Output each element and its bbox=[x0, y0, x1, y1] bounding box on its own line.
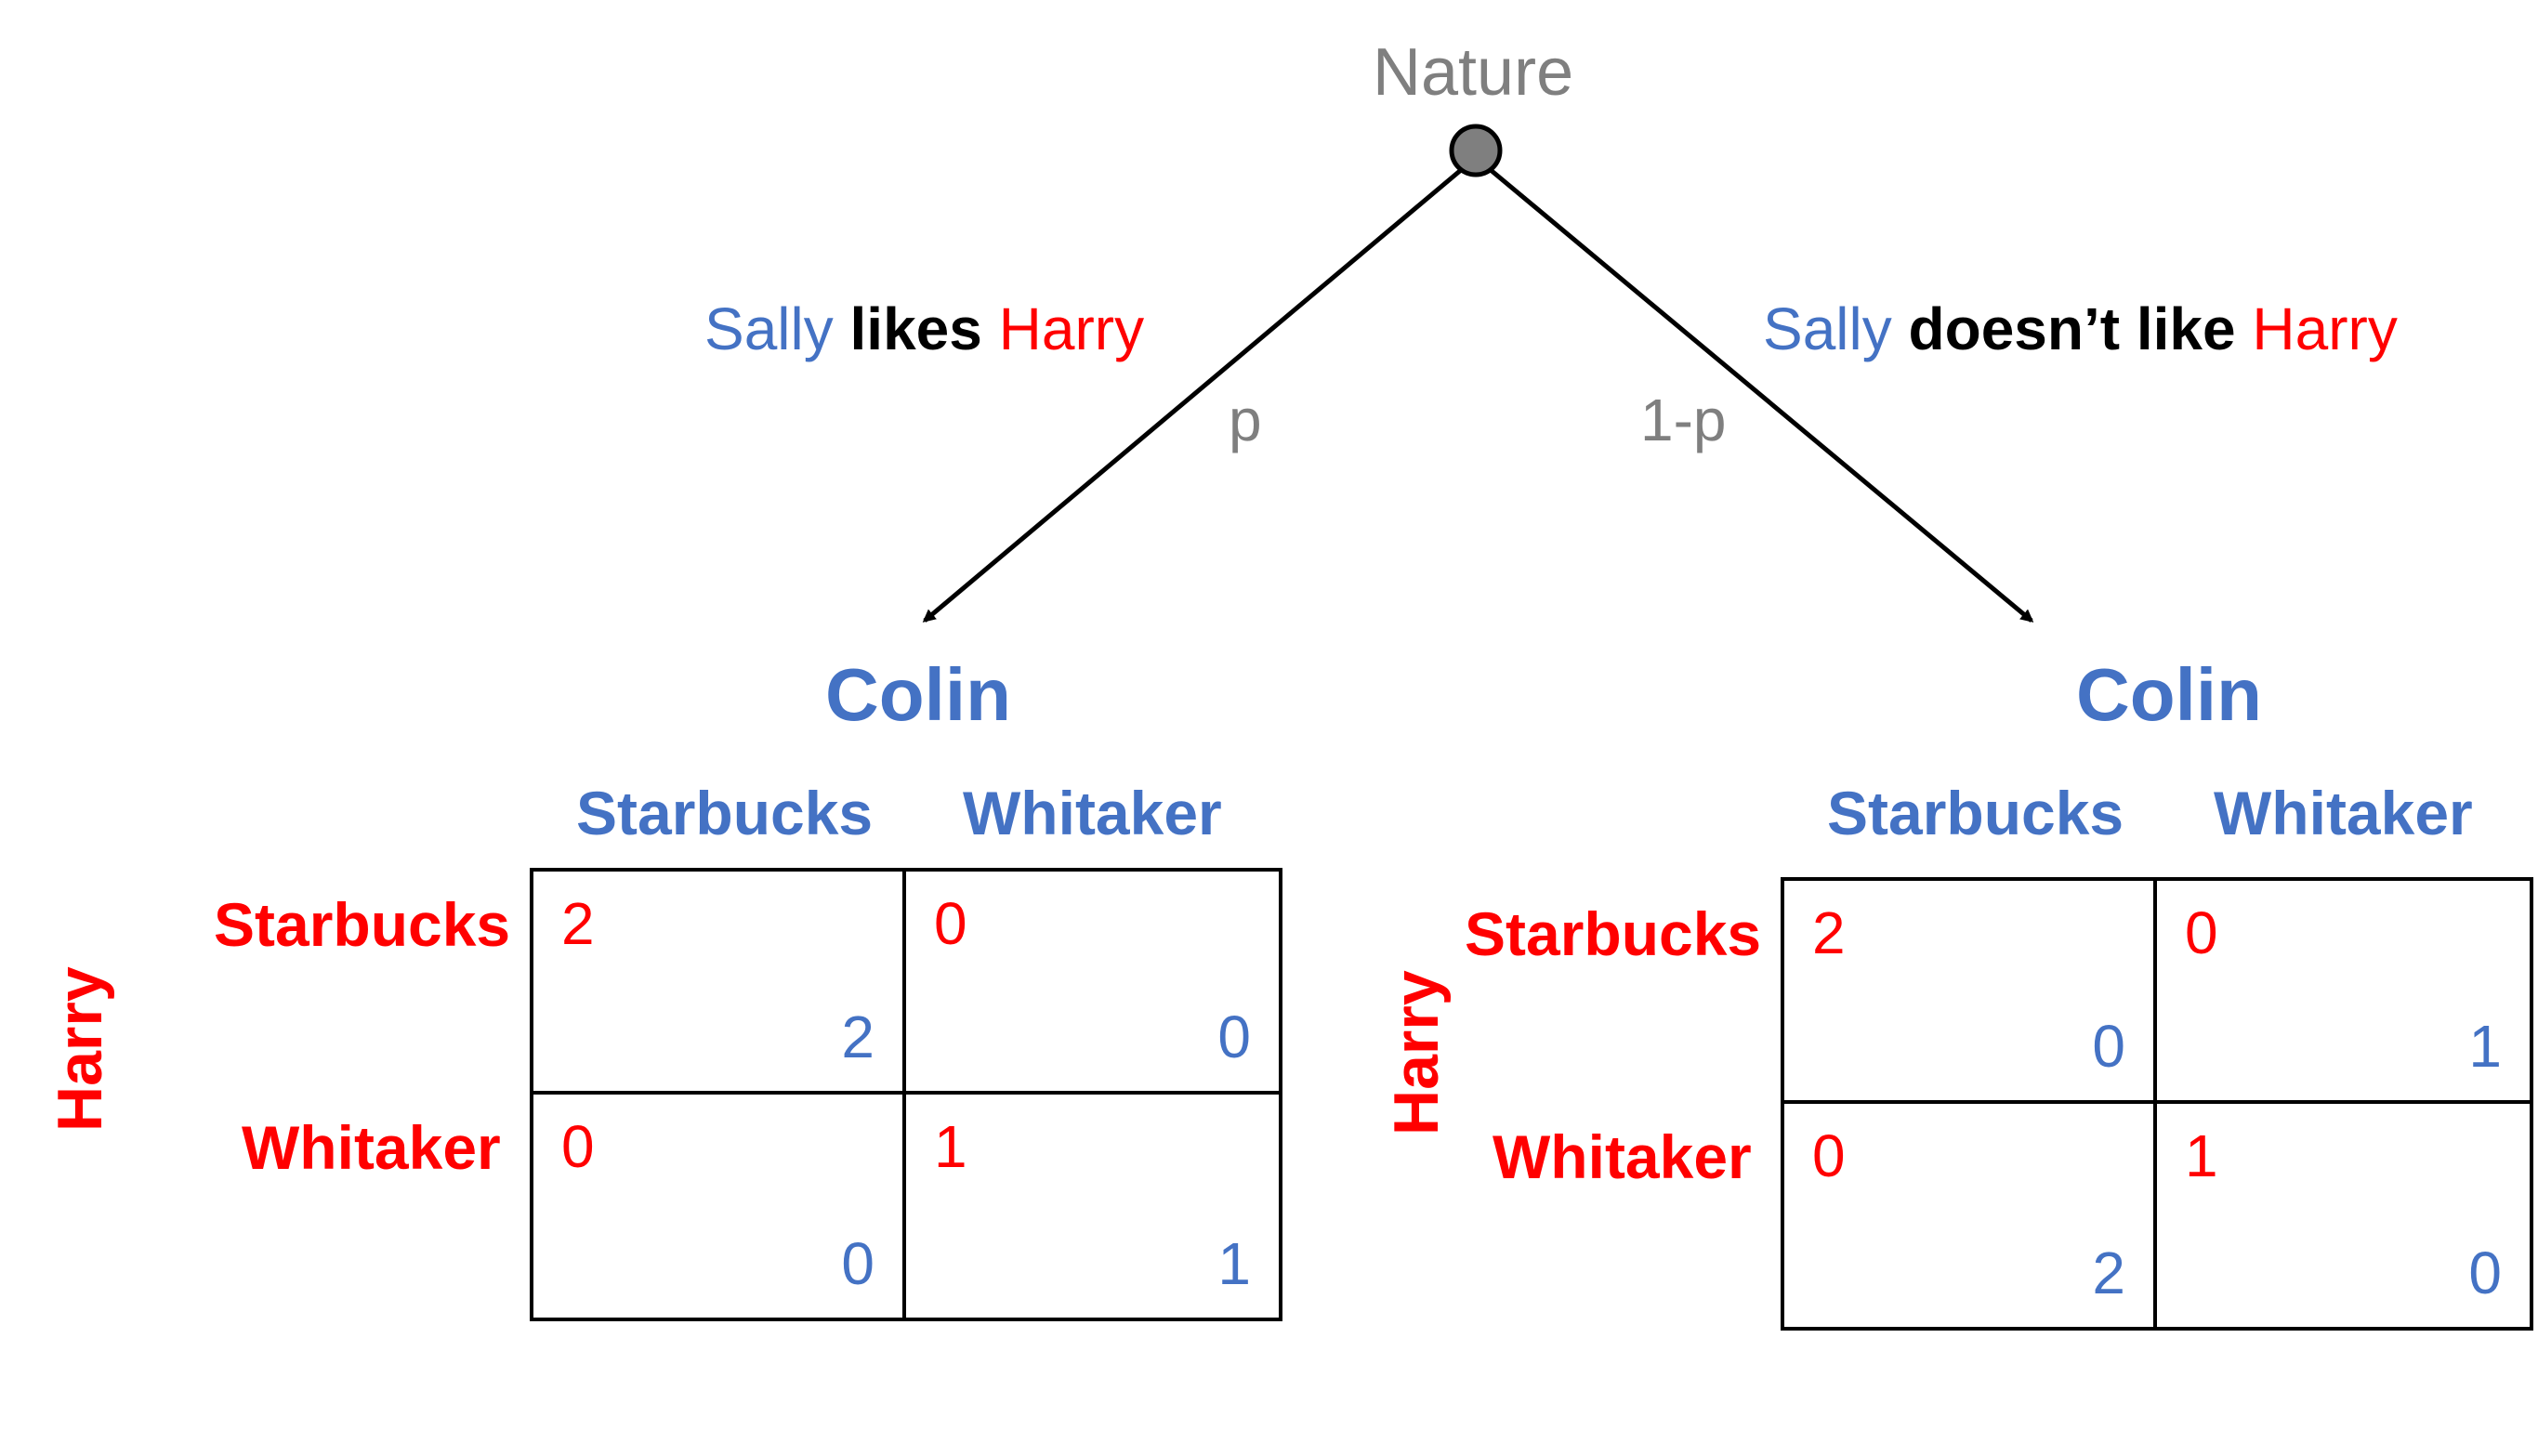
game1-row-player: Harry bbox=[45, 966, 115, 1132]
game1-colin-payoff: 0 bbox=[841, 1230, 874, 1297]
branch-right-line bbox=[1483, 164, 2034, 623]
branch-left-verb: likes bbox=[849, 295, 982, 362]
game1-cell-whitaker-whitaker: 1 1 bbox=[906, 1095, 1279, 1318]
game1-cell-starbucks-whitaker: 0 0 bbox=[906, 872, 1279, 1095]
branch-left-object: Harry bbox=[998, 295, 1145, 362]
game2-cell-whitaker-whitaker: 1 0 bbox=[2157, 1104, 2530, 1327]
game2-payoff-matrix: 2 0 0 1 0 2 1 0 bbox=[1781, 877, 2533, 1331]
branch-right-label: Sally doesn’t like Harry bbox=[1763, 299, 2398, 359]
game1-col-header-starbucks: Starbucks bbox=[576, 779, 874, 847]
game2-row-player: Harry bbox=[1381, 970, 1452, 1135]
branch-right-probability: 1-p bbox=[1640, 387, 1727, 453]
branch-left-probability: p bbox=[1229, 387, 1262, 453]
game2-col-header-starbucks: Starbucks bbox=[1827, 779, 2124, 847]
game1-row-header-whitaker: Whitaker bbox=[242, 1113, 501, 1182]
game2-colin-payoff: 0 bbox=[2468, 1240, 2502, 1306]
game1-harry-payoff: 0 bbox=[934, 890, 967, 957]
nature-node bbox=[1449, 124, 1503, 177]
branch-right-object: Harry bbox=[2252, 295, 2398, 362]
game1-colin-payoff: 2 bbox=[841, 1003, 874, 1070]
branch-right-verb: doesn’t like bbox=[1908, 295, 2236, 362]
game2-column-player: Colin bbox=[2076, 653, 2262, 736]
game2-cell-whitaker-starbucks: 0 2 bbox=[1784, 1104, 2157, 1327]
game2-colin-payoff: 2 bbox=[2092, 1240, 2125, 1306]
game2-harry-payoff: 2 bbox=[1812, 899, 1846, 966]
game1-row-header-starbucks: Starbucks bbox=[214, 890, 511, 959]
game1-cell-starbucks-starbucks: 2 2 bbox=[533, 872, 906, 1095]
nature-label: Nature bbox=[1373, 35, 1574, 110]
game2-cell-starbucks-starbucks: 2 0 bbox=[1784, 881, 2157, 1104]
game1-column-player: Colin bbox=[825, 653, 1011, 736]
branch-left-subject: Sally bbox=[704, 295, 834, 362]
game2-colin-payoff: 1 bbox=[2468, 1013, 2502, 1080]
branch-left-label: Sally likes Harry bbox=[704, 299, 1144, 359]
game2-row-header-starbucks: Starbucks bbox=[1465, 899, 1762, 968]
game1-harry-payoff: 0 bbox=[561, 1113, 595, 1180]
branch-left-line bbox=[922, 164, 1468, 623]
game1-payoff-matrix: 2 2 0 0 0 0 1 1 bbox=[530, 868, 1282, 1321]
game2-harry-payoff: 0 bbox=[1812, 1122, 1846, 1189]
game1-harry-payoff: 1 bbox=[934, 1113, 967, 1180]
game1-colin-payoff: 0 bbox=[1217, 1003, 1251, 1070]
game2-col-header-whitaker: Whitaker bbox=[2214, 779, 2473, 847]
game1-harry-payoff: 2 bbox=[561, 890, 595, 957]
branch-right-subject: Sally bbox=[1763, 295, 1892, 362]
game1-colin-payoff: 1 bbox=[1217, 1230, 1251, 1297]
game1-cell-whitaker-starbucks: 0 0 bbox=[533, 1095, 906, 1318]
game2-harry-payoff: 1 bbox=[2185, 1122, 2218, 1189]
game2-harry-payoff: 0 bbox=[2185, 899, 2218, 966]
game2-cell-starbucks-whitaker: 0 1 bbox=[2157, 881, 2530, 1104]
game2-row-header-whitaker: Whitaker bbox=[1493, 1122, 1752, 1191]
game1-col-header-whitaker: Whitaker bbox=[963, 779, 1222, 847]
game2-colin-payoff: 0 bbox=[2092, 1013, 2125, 1080]
